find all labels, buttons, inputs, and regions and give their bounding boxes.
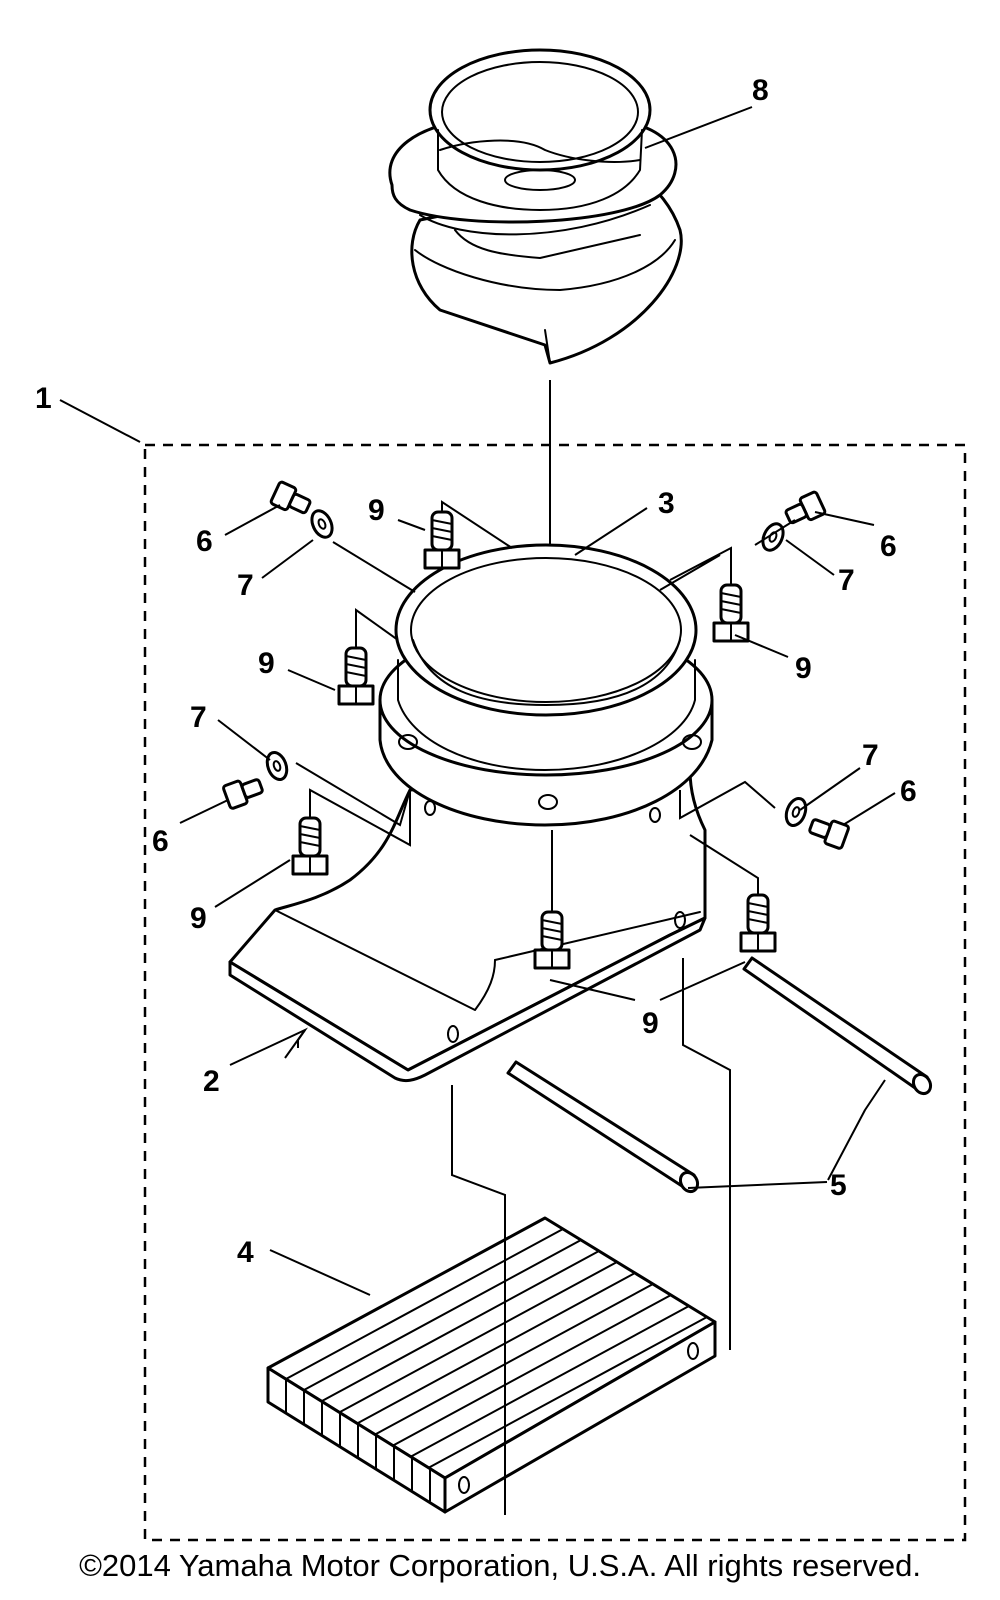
bolt-9-top-center [423, 510, 461, 570]
callout-7-top-right: 7 [838, 564, 855, 597]
bolt-9-bottom-center [533, 910, 571, 970]
callout-6-top-left: 6 [196, 525, 213, 558]
washer-7-top-right [761, 522, 785, 552]
screw-6-right [808, 818, 850, 850]
part-8-duct [388, 48, 683, 365]
bolt-9-left-lower [291, 816, 329, 876]
callout-9-bottom: 9 [642, 1007, 659, 1040]
callout-7-right: 7 [862, 739, 879, 772]
part-5-rods [506, 956, 933, 1194]
callout-9-left-upper: 9 [258, 647, 275, 680]
bolt-9-left-upper [337, 646, 375, 706]
callout-9-right: 9 [795, 652, 812, 685]
callout-7-left: 7 [190, 701, 207, 734]
part-3-ring-flange [378, 543, 714, 827]
callout-9-top: 9 [368, 494, 385, 527]
callout-4: 4 [237, 1236, 254, 1269]
callout-7-top-left: 7 [237, 569, 254, 602]
screw-6-left [222, 778, 264, 810]
callout-5: 5 [830, 1169, 847, 1202]
washer-7-right [784, 796, 808, 828]
washer-7-top-left [310, 509, 334, 539]
bolt-9-right-lower [739, 893, 777, 953]
part-6-screws [222, 480, 850, 850]
copyright-notice: ©2014 Yamaha Motor Corporation, U.S.A. A… [79, 1548, 921, 1583]
callout-2: 2 [203, 1065, 220, 1098]
bolt-9-right-upper [712, 583, 750, 643]
callout-8: 8 [752, 74, 769, 107]
callout-6-right: 6 [900, 775, 917, 808]
assembly-lines [295, 500, 796, 1515]
callout-leaders [59, 106, 896, 1296]
part-4-grate [266, 1216, 717, 1514]
part-9-bolts [291, 510, 777, 970]
callout-6-top-right: 6 [880, 530, 897, 563]
callout-labels: 1 2 3 4 5 6 6 6 6 7 7 7 7 8 9 9 9 9 9 [35, 74, 917, 1269]
callout-1: 1 [35, 382, 52, 415]
callout-3: 3 [658, 487, 675, 520]
assembly-1-boundary [143, 443, 967, 1542]
callout-6-left: 6 [152, 825, 169, 858]
washer-7-left [265, 750, 289, 782]
part-2-housing [228, 768, 707, 1083]
callout-9-left-lower: 9 [190, 902, 207, 935]
screw-6-top-left [269, 480, 312, 515]
